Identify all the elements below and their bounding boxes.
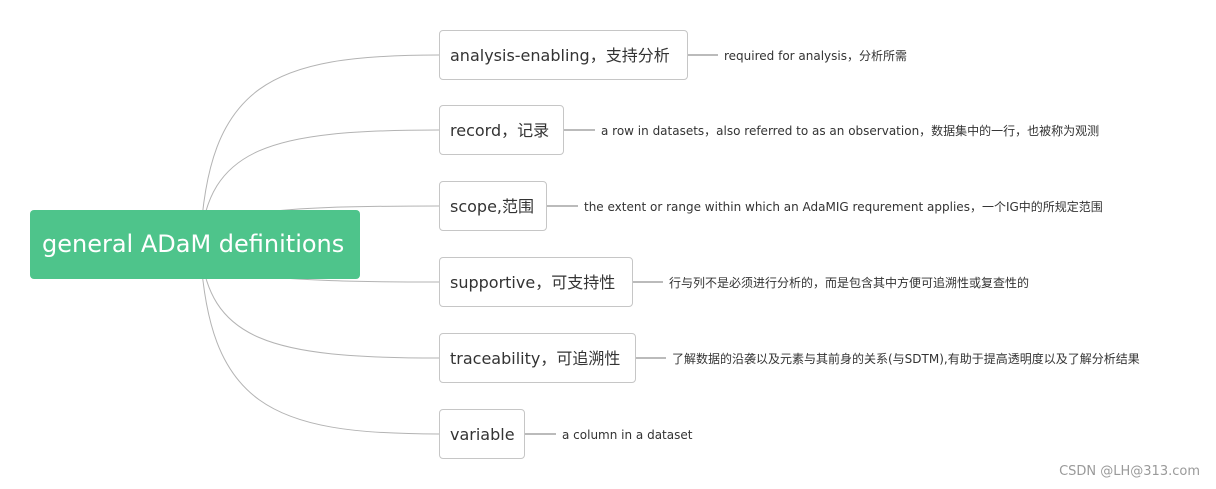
branch-description-traceability: 了解数据的沿袭以及元素与其前身的关系(与SDTM),有助于提高透明度以及了解分析… <box>672 352 1140 366</box>
branch-description-supportive: 行与列不是必须进行分析的，而是包含其中方便可追溯性或复查性的 <box>669 276 1030 290</box>
branch-topic-variable[interactable]: variable <box>439 409 525 459</box>
branch-description-analysis-enabling: required for analysis，分析所需 <box>724 49 907 63</box>
branch-topic-supportive[interactable]: supportive，可支持性 <box>439 257 633 307</box>
watermark: CSDN @LH@313.com <box>1059 464 1200 479</box>
branch-topic-record[interactable]: record，记录 <box>439 105 564 155</box>
branch-description-variable: a column in a dataset <box>562 428 693 442</box>
branch-topic-traceability[interactable]: traceability，可追溯性 <box>439 333 636 383</box>
branch-description-record: a row in datasets，also referred to as an… <box>601 124 1100 138</box>
branch-connector <box>199 54 440 246</box>
branch-topic-analysis-enabling[interactable]: analysis-enabling，支持分析 <box>439 30 688 80</box>
branch-topic-scope[interactable]: scope,范围 <box>439 181 547 231</box>
branch-connector <box>199 244 440 435</box>
branch-description-scope: the extent or range within which an AdaM… <box>584 200 1103 214</box>
root-topic[interactable]: general ADaM definitions <box>30 210 360 279</box>
